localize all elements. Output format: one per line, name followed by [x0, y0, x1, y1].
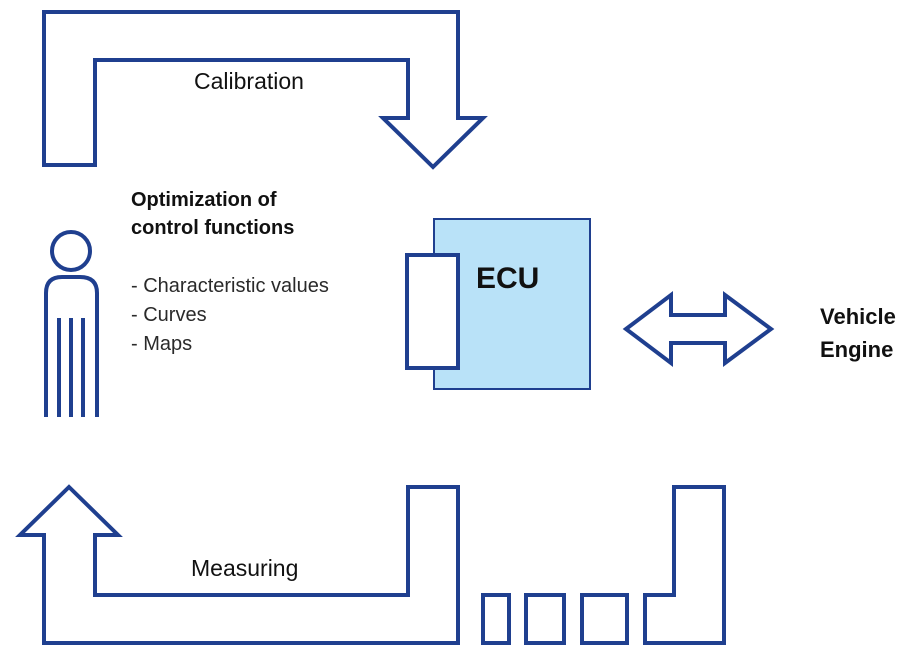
double-arrow-icon [622, 290, 775, 368]
optimization-title-line-1: Optimization of [131, 189, 277, 211]
person-icon [44, 230, 99, 417]
calibration-label: Calibration [194, 68, 304, 94]
list-item: - Maps [131, 333, 193, 355]
list-item: - Characteristic values [131, 275, 329, 297]
ecu-connector [405, 253, 460, 370]
optimization-list: - Characteristic values - Curves - Maps [131, 272, 329, 359]
measuring-block-2 [524, 593, 566, 645]
measuring-arrow [15, 484, 460, 645]
engine-label: Engine [820, 337, 894, 362]
calibration-arrow [42, 10, 488, 170]
vehicle-engine-label: Vehicle Engine [820, 300, 896, 366]
measuring-right-bar [643, 485, 726, 645]
measuring-block-3 [580, 593, 629, 645]
ecu-label: ECU [476, 262, 540, 295]
list-item: - Curves [131, 304, 207, 326]
optimization-title: Optimization of control functions [131, 186, 294, 242]
vehicle-label: Vehicle [820, 304, 896, 329]
optimization-title-line-2: control functions [131, 217, 295, 239]
measuring-label: Measuring [191, 555, 299, 581]
measuring-block-1 [481, 593, 511, 645]
